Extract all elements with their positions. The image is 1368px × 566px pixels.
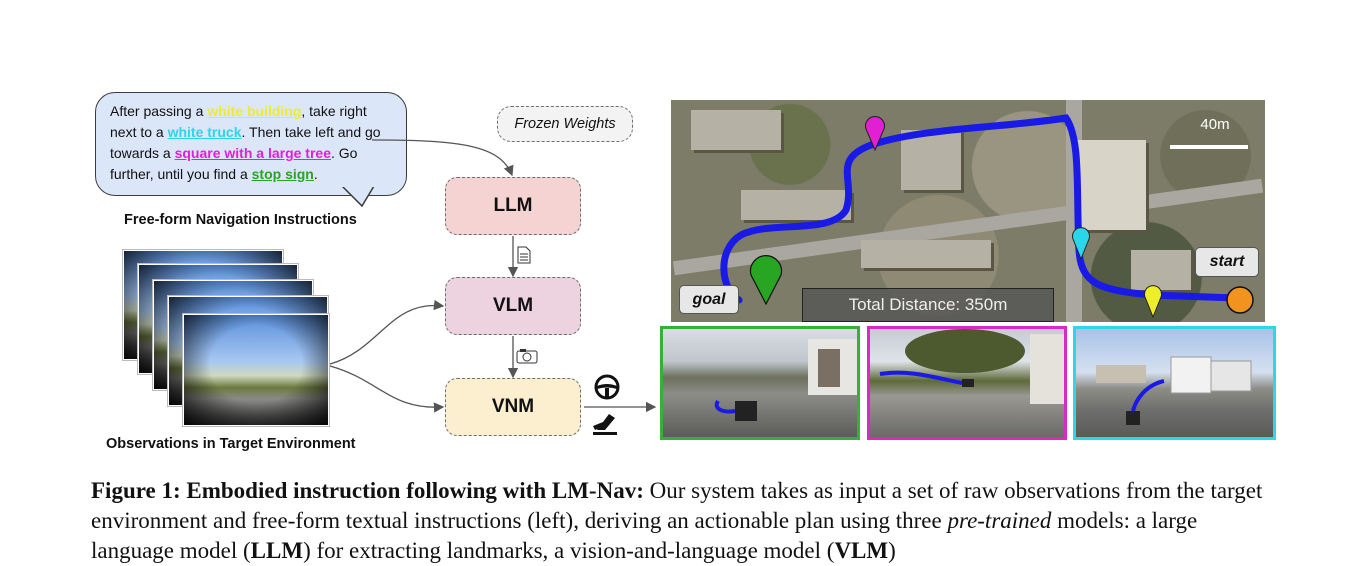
instruction-text-3: . Then take left and go towards a bbox=[110, 124, 381, 161]
map-building bbox=[1131, 250, 1191, 290]
scale-bar bbox=[1170, 145, 1248, 149]
instruction-text-1: After passing a bbox=[110, 103, 208, 119]
caption-text-4: ) bbox=[888, 538, 896, 563]
map-building bbox=[741, 190, 851, 220]
bubble-tail bbox=[340, 186, 378, 208]
document-icon bbox=[517, 246, 531, 264]
start-tag: start bbox=[1195, 247, 1259, 277]
magenta-pin-icon bbox=[865, 116, 885, 151]
caption-text-1: Our system takes as input a set of raw o… bbox=[91, 478, 1263, 533]
total-distance: Total Distance: 350m bbox=[802, 288, 1054, 322]
instruction-text-2: , take right next to a bbox=[110, 103, 367, 140]
map-building bbox=[901, 130, 961, 190]
figure-caption: Figure 1: Embodied instruction following… bbox=[91, 476, 1281, 566]
steering-wheel-icon bbox=[594, 374, 620, 400]
vnm-box: VNM bbox=[445, 378, 581, 436]
caption-text-3: ) for extracting landmarks, a vision-and… bbox=[303, 538, 835, 563]
connector-arrows bbox=[329, 139, 657, 413]
yellow-pin-icon bbox=[1144, 285, 1162, 318]
start-marker-icon bbox=[1226, 286, 1254, 314]
instruction-bubble: After passing a white building, take rig… bbox=[95, 92, 407, 196]
observations-label: Observations in Target Environment bbox=[106, 436, 356, 452]
cyan-pin-icon bbox=[1072, 227, 1090, 260]
scale-label: 40m bbox=[1200, 116, 1230, 133]
caption-label: Figure 1: Embodied instruction following… bbox=[91, 478, 644, 503]
landmark-square-tree: square with a large tree bbox=[174, 145, 331, 161]
landmark-stop-sign: stop sign bbox=[251, 166, 314, 182]
observation-frame-5 bbox=[183, 314, 329, 426]
landmark-white-building: white building bbox=[207, 103, 302, 119]
route-path bbox=[720, 114, 1240, 304]
map-building bbox=[1076, 140, 1146, 230]
caption-llm: LLM bbox=[250, 538, 304, 563]
frozen-weights-label: Frozen Weights bbox=[497, 106, 633, 142]
camera-icon bbox=[516, 349, 538, 364]
white-truck-photo bbox=[1073, 326, 1276, 440]
map-building bbox=[691, 110, 781, 150]
stop-sign-photo bbox=[660, 326, 860, 440]
map-building bbox=[861, 240, 991, 268]
square-tree-photo bbox=[867, 326, 1067, 440]
instruction-text-5: . bbox=[313, 166, 318, 182]
pedal-icon bbox=[593, 414, 617, 435]
vlm-box: VLM bbox=[445, 277, 581, 335]
landmark-white-truck: white truck bbox=[167, 124, 242, 140]
instructions-label: Free-form Navigation Instructions bbox=[124, 212, 357, 228]
goal-pin-icon bbox=[749, 254, 783, 305]
instruction-text-4: . Go further, until you find a bbox=[110, 145, 358, 182]
llm-box: LLM bbox=[445, 177, 581, 235]
caption-vlm: VLM bbox=[834, 538, 889, 563]
caption-italic: pre-trained bbox=[947, 508, 1052, 533]
goal-tag: goal bbox=[679, 285, 739, 314]
